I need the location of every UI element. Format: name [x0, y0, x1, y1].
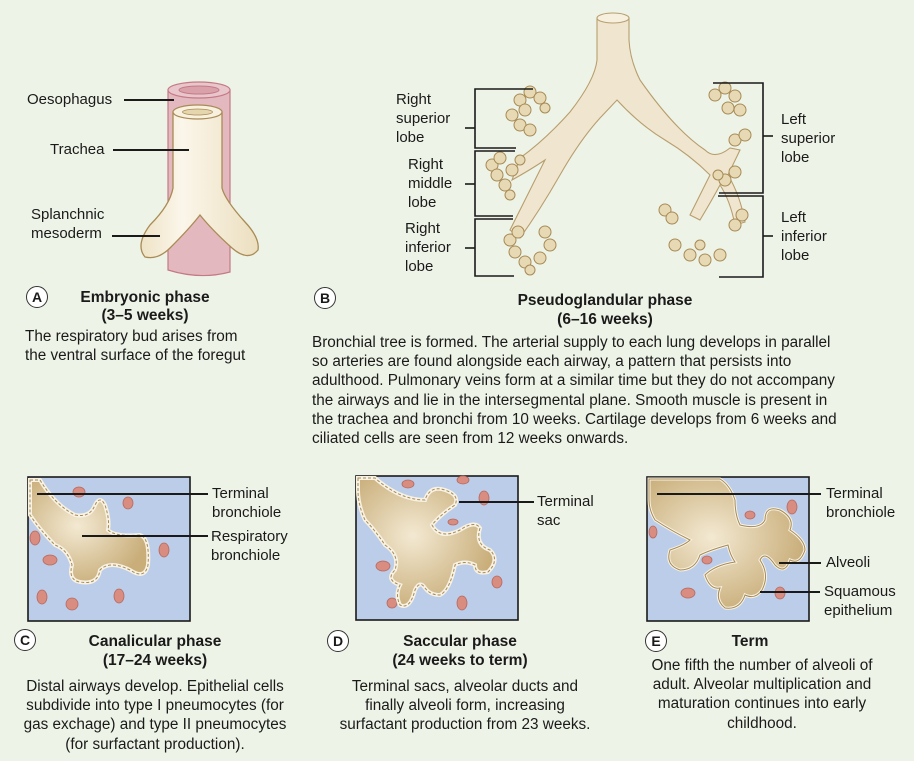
- oesophagus-label: Oesophagus: [27, 91, 113, 108]
- trachea-label: Trachea: [50, 141, 105, 158]
- panel-c-description: Distal airways develop. Epithelial cells…: [5, 677, 305, 754]
- panel-d-description: Terminal sacs, alveolar ducts and finall…: [315, 677, 615, 735]
- panel-b-description: Bronchial tree is formed. The arterial s…: [312, 333, 837, 448]
- blood-cells: [29, 486, 170, 611]
- label-line: Left: [781, 209, 807, 226]
- terminal-bronchiole-label-c: Terminal bronchiole: [212, 484, 281, 522]
- squamous-leader: [760, 591, 820, 593]
- trachea-leader-line: [113, 149, 189, 151]
- label-line: bronchiole: [211, 547, 281, 564]
- label-line: bronchiole: [212, 504, 282, 521]
- trachea-tube: [140, 104, 259, 259]
- label-line: Terminal: [537, 493, 594, 510]
- panel-d-title: Saccular phase: [403, 633, 517, 650]
- desc-line: Distal airways develop. Epithelial cells: [26, 678, 284, 695]
- label-line: Left: [781, 111, 807, 128]
- right-inferior-lobe-label: Right inferior lobe: [405, 219, 451, 276]
- respiratory-bronchiole-leader: [82, 535, 208, 537]
- panel-c-title: Canalicular phase: [88, 633, 222, 650]
- right-middle-lobe-label: Right middle lobe: [408, 155, 452, 212]
- label-line: middle: [408, 175, 453, 192]
- panel-e-title: Term: [731, 633, 769, 650]
- panel-c-subtitle: (17–24 weeks): [102, 652, 208, 669]
- desc-line: (for surfactant production).: [65, 735, 245, 753]
- splanchnic-leader-line: [112, 235, 160, 237]
- panel-a-subtitle: (3–5 weeks): [101, 307, 189, 324]
- desc-line: maturation continues into early: [657, 695, 867, 713]
- squamous-epithelium-label: Squamous epithelium: [824, 582, 896, 620]
- label-line: superior: [396, 110, 451, 127]
- panel-e-description: One fifth the number of alveoli of adult…: [612, 656, 912, 733]
- label-line: bronchiole: [826, 504, 896, 521]
- desc-line: adult. Alveolar multiplication and: [652, 676, 872, 694]
- desc-line: gas exchage) and type II pneumocytes: [23, 716, 287, 734]
- label-line: lobe: [781, 247, 810, 264]
- panel-a-title: Embryonic phase: [80, 289, 210, 306]
- label-line: Right: [405, 220, 441, 237]
- desc-line: Bronchial tree is formed. The arterial s…: [312, 334, 831, 351]
- label-line: lobe: [781, 149, 810, 166]
- oesophagus-leader-line: [124, 99, 174, 101]
- terminal-bronchiole-leader-c: [37, 493, 208, 495]
- label-line: Respiratory: [211, 528, 288, 545]
- label-line: Right: [396, 91, 432, 108]
- label-line: Terminal: [212, 485, 269, 502]
- label-line: inferior: [781, 228, 827, 245]
- desc-line: childhood.: [727, 714, 797, 732]
- label-line: Terminal: [826, 485, 883, 502]
- right-superior-lobe-label: Right superior lobe: [396, 90, 450, 147]
- desc-line: adulthood. Pulmonary veins form at a sim…: [312, 372, 835, 390]
- desc-line: subdivide into type I pneumocytes (for: [26, 697, 284, 715]
- lobe-clusters: [485, 81, 752, 276]
- desc-line: the trachea and bronchi from 10 weeks. C…: [312, 410, 837, 428]
- desc-line: so arteries are found alongside each air…: [312, 353, 792, 371]
- desc-line: surfactant production from 23 weeks.: [339, 716, 591, 734]
- alveoli-label: Alveoli: [826, 554, 871, 571]
- label-line: lobe: [396, 129, 425, 146]
- desc-line: Terminal sacs, alveolar ducts and: [351, 678, 579, 695]
- desc-line: the ventral surface of the foregut: [25, 347, 246, 365]
- badge-a: A: [26, 286, 48, 308]
- label-line: Squamous: [824, 583, 896, 600]
- terminal-sac-leader: [459, 501, 534, 503]
- label-line: epithelium: [824, 602, 893, 619]
- desc-line: One fifth the number of alveoli of: [651, 657, 873, 674]
- left-inferior-lobe-label: Left inferior lobe: [781, 208, 827, 265]
- label-line: sac: [537, 512, 561, 529]
- respiratory-bronchiole-label: Respiratory bronchiole: [211, 527, 288, 565]
- terminal-sac-label: Terminal sac: [537, 492, 594, 530]
- panel-a-description: The respiratory bud arises from the vent…: [25, 327, 245, 365]
- badge-b: B: [314, 287, 336, 309]
- alveoli-leader: [779, 562, 821, 564]
- label-line: inferior: [405, 239, 451, 256]
- terminal-bronchiole-leader-e: [657, 493, 821, 495]
- badge-e: E: [645, 630, 667, 652]
- label-line: lobe: [408, 194, 437, 211]
- bronchial-tree: [509, 12, 746, 239]
- desc-line: finally alveoli form, increasing: [365, 697, 565, 715]
- lobe-brackets: [465, 82, 773, 278]
- badge-d: D: [327, 630, 349, 652]
- panel-d-subtitle: (24 weeks to term): [392, 652, 528, 669]
- panel-b-title: Pseudoglandular phase: [517, 292, 693, 309]
- left-superior-lobe-label: Left superior lobe: [781, 110, 835, 167]
- desc-line: ciliated cells are seen from 12 weeks on…: [312, 430, 629, 448]
- splanchnic-label-line2: mesoderm: [31, 225, 102, 242]
- label-line: Right: [408, 156, 444, 173]
- desc-line: The respiratory bud arises from: [25, 328, 238, 345]
- badge-c: C: [14, 629, 36, 651]
- label-line: lobe: [405, 258, 434, 275]
- label-line: superior: [781, 130, 836, 147]
- panel-b-subtitle: (6–16 weeks): [557, 311, 653, 328]
- splanchnic-label-line1: Splanchnic: [31, 206, 105, 223]
- terminal-bronchiole-label-e: Terminal bronchiole: [826, 484, 895, 522]
- desc-line: the airways and lie in the intersegmenta…: [312, 391, 828, 409]
